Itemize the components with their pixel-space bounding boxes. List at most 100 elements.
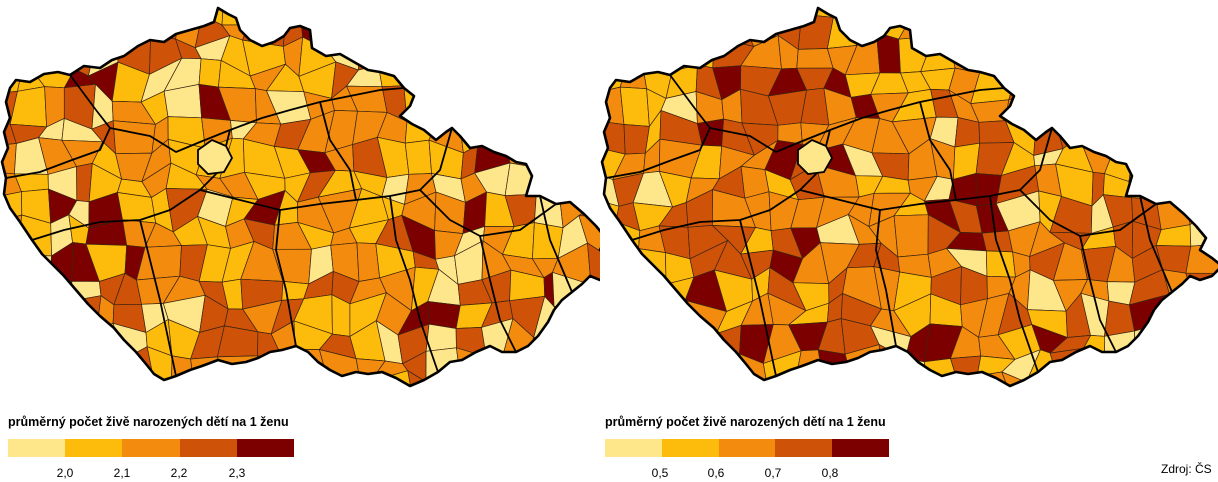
region-border-prague (797, 138, 834, 175)
district-area (1088, 374, 1114, 386)
district-area (38, 321, 64, 355)
district-area (933, 20, 955, 47)
district-area (1059, 8, 1084, 52)
legend-swatch-1 (8, 439, 66, 457)
district-area (271, 378, 300, 386)
legend-swatch-3 (718, 439, 776, 457)
district-area (587, 8, 600, 22)
district-area (632, 8, 677, 19)
district-area (563, 119, 595, 139)
district-area (954, 375, 980, 386)
district-area (636, 39, 673, 72)
district-area (1207, 165, 1218, 200)
district-area (2, 373, 20, 386)
district-area (1037, 19, 1061, 48)
district-area (197, 8, 225, 26)
district-area (1108, 34, 1142, 76)
region-border (389, 195, 439, 373)
district-area (502, 355, 532, 386)
district-area (691, 36, 716, 69)
district-area (1082, 48, 1111, 76)
region-border (319, 101, 357, 201)
district-area (1155, 168, 1195, 200)
district-area (434, 47, 458, 69)
district-area (618, 248, 639, 287)
district-area (535, 167, 566, 195)
district-area (1140, 383, 1163, 386)
district-area (1164, 90, 1199, 118)
district-area (615, 8, 643, 20)
district-area (619, 64, 648, 90)
district-area (996, 8, 1041, 21)
district-area (602, 86, 625, 125)
legend-tick: 2,1 (113, 466, 131, 480)
district-area (1184, 67, 1218, 92)
region-borders-left (5, 74, 573, 377)
district-area (796, 48, 834, 69)
district-area (558, 369, 591, 386)
district-area (18, 347, 40, 377)
district-area (602, 221, 620, 257)
district-area (976, 38, 1016, 77)
district-area (1036, 45, 1068, 73)
district-area (602, 353, 626, 386)
legend-swatch-1 (605, 439, 662, 457)
district-area (670, 352, 695, 386)
district-area (840, 8, 881, 18)
district-area (1112, 88, 1141, 118)
district-area (668, 375, 695, 386)
district-area (473, 375, 517, 386)
district-area (16, 324, 46, 354)
district-area (33, 35, 76, 73)
district-area (1203, 214, 1218, 258)
district-area (430, 11, 460, 51)
district-area (583, 8, 600, 48)
district-area (1101, 8, 1141, 14)
district-area (621, 295, 651, 333)
district-area (1130, 116, 1170, 153)
district-area (371, 8, 407, 51)
district-area (1189, 295, 1218, 331)
district-area (481, 33, 520, 67)
district-area (2, 301, 23, 329)
region-border (605, 74, 711, 179)
district-area (62, 353, 102, 377)
region-border (739, 219, 777, 377)
district-area (691, 15, 726, 49)
district-area (667, 8, 699, 17)
legend-swatch-4 (775, 439, 833, 457)
legend-tick: 0,7 (764, 466, 782, 480)
district-area (535, 8, 566, 20)
district-area (2, 8, 18, 48)
district-area (927, 8, 955, 23)
district-area (16, 308, 52, 328)
region-border (5, 74, 111, 179)
region-border (479, 235, 517, 353)
district-area (719, 8, 747, 17)
district-area (1076, 8, 1110, 52)
district-area (1183, 141, 1218, 178)
legend-tick: 2,0 (56, 466, 74, 480)
district-area (954, 117, 981, 148)
district-area (377, 64, 416, 88)
district-area (1206, 89, 1218, 129)
district-area (563, 85, 593, 122)
district-area (1134, 352, 1170, 385)
district-area (357, 380, 377, 386)
district-area (1140, 10, 1172, 52)
district-area (1207, 141, 1218, 179)
district-area (1189, 370, 1214, 386)
district-area (607, 374, 637, 386)
district-area (591, 116, 600, 149)
district-area (1101, 10, 1142, 49)
district-area (514, 65, 530, 100)
district-area (558, 161, 593, 208)
district-area (528, 85, 573, 121)
district-area (693, 332, 717, 359)
district-area (1204, 369, 1218, 386)
district-area (60, 295, 102, 331)
district-area (1082, 73, 1114, 90)
legend-swatch-3 (122, 439, 180, 457)
district-area (923, 381, 958, 386)
district-area (893, 214, 929, 258)
